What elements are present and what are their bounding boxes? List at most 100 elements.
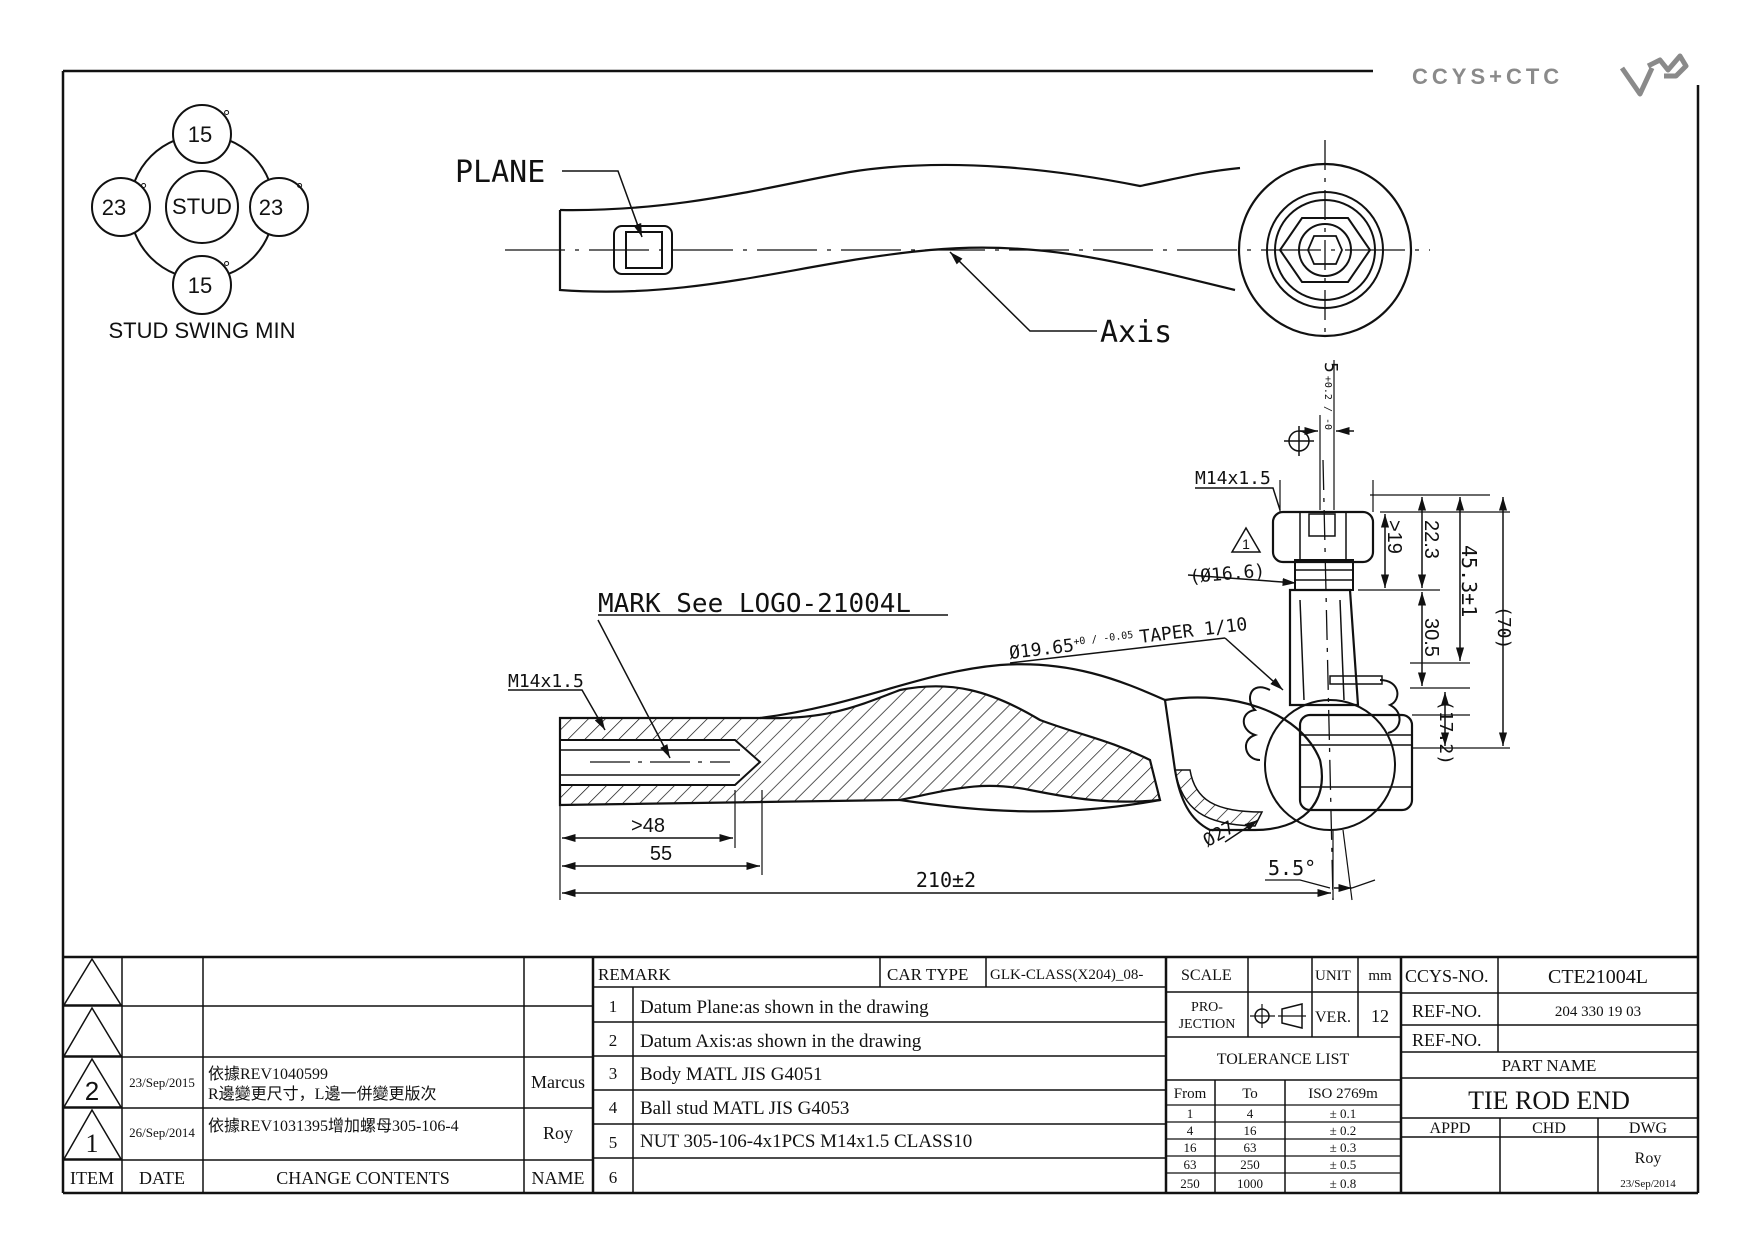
unit-label: UNIT bbox=[1315, 968, 1351, 984]
revision-table: 2 1 23/Sep/2015 26/Sep/2014 依據REV1040599… bbox=[70, 1065, 585, 1188]
ref2-label: REF-NO. bbox=[1412, 1030, 1482, 1050]
ver-label: VER. bbox=[1315, 1009, 1351, 1026]
swing-center-label: STUD bbox=[172, 194, 232, 219]
svg-text:CCYS+CTC: CCYS+CTC bbox=[1412, 64, 1563, 89]
swing-caption: STUD SWING MIN bbox=[109, 318, 296, 343]
remark-table: REMARK CAR TYPE GLK-CLASS(X204)_08- 1 Da… bbox=[598, 965, 1143, 1187]
dwg-label: DWG bbox=[1629, 1120, 1668, 1137]
svg-text:JECTION: JECTION bbox=[1179, 1017, 1236, 1032]
svg-text:16: 16 bbox=[1244, 1123, 1258, 1138]
rev-header-item: ITEM bbox=[70, 1168, 114, 1188]
dim-30-5: 30.5 bbox=[1420, 618, 1442, 657]
svg-text:°: ° bbox=[140, 180, 147, 200]
ref1-value: 204 330 19 03 bbox=[1555, 1004, 1641, 1020]
svg-text:To: To bbox=[1242, 1086, 1258, 1102]
svg-text:± 0.1: ± 0.1 bbox=[1330, 1106, 1357, 1121]
section-view: M14x1.5 MARK See LOGO-21004L >48 55 210±… bbox=[508, 360, 1514, 901]
svg-text:1: 1 bbox=[1187, 1106, 1194, 1121]
mark-label: MARK See LOGO-21004L bbox=[598, 589, 911, 619]
svg-text:1: 1 bbox=[1242, 536, 1250, 552]
svg-text:6: 6 bbox=[609, 1168, 618, 1187]
company-logo: CCYS+CTC bbox=[1412, 53, 1689, 97]
remark-title: REMARK bbox=[598, 965, 671, 984]
car-type-label: CAR TYPE bbox=[887, 965, 968, 984]
dwg-date: 23/Sep/2014 bbox=[1620, 1178, 1676, 1190]
rev-header-contents: CHANGE CONTENTS bbox=[276, 1168, 450, 1188]
swing-right-value: 23 bbox=[259, 195, 283, 220]
svg-text:250: 250 bbox=[1240, 1157, 1260, 1172]
dim-angle: 5.5° bbox=[1268, 856, 1316, 880]
svg-text:± 0.8: ± 0.8 bbox=[1330, 1176, 1357, 1191]
svg-text:4: 4 bbox=[1247, 1106, 1254, 1121]
dwg-name: Roy bbox=[1635, 1150, 1662, 1167]
swing-bottom-value: 15 bbox=[188, 273, 212, 298]
remark-item-2: Datum Axis:as shown in the drawing bbox=[640, 1031, 922, 1052]
svg-text:°: ° bbox=[223, 258, 230, 278]
dim-70: (70) bbox=[1493, 606, 1514, 649]
rev-header-name: NAME bbox=[532, 1168, 585, 1188]
ref1-label: REF-NO. bbox=[1412, 1001, 1482, 1021]
title-block-grid bbox=[62, 955, 1698, 1193]
remark-item-1: Datum Plane:as shown in the drawing bbox=[640, 997, 929, 1018]
scale-label: SCALE bbox=[1181, 967, 1232, 984]
swing-left-value: 23 bbox=[102, 195, 126, 220]
thread-stud-label: M14x1.5 bbox=[1195, 468, 1271, 489]
svg-text:5: 5 bbox=[609, 1133, 618, 1152]
dim-48: >48 bbox=[631, 815, 665, 837]
ccys-label: CCYS-NO. bbox=[1405, 966, 1489, 986]
remark-item-5: NUT 305-106-4x1PCS M14x1.5 CLASS10 bbox=[640, 1131, 972, 1152]
remark-item-4: Ball stud MATL JIS G4053 bbox=[640, 1098, 849, 1119]
rev-contents-1a: 依據REV1031395增加螺母305-106-4 bbox=[208, 1117, 459, 1135]
rev-name-2: Marcus bbox=[531, 1072, 585, 1092]
title-block: CCYS-NO. CTE21004L REF-NO. 204 330 19 03… bbox=[1405, 966, 1676, 1190]
svg-text:16: 16 bbox=[1184, 1140, 1198, 1155]
chd-label: CHD bbox=[1532, 1120, 1566, 1137]
rev-header-date: DATE bbox=[139, 1168, 185, 1188]
svg-text:63: 63 bbox=[1184, 1157, 1197, 1172]
stud-swing-diagram: STUD 15 ° 15 ° 23 ° 23 ° STUD SWING MIN bbox=[91, 104, 309, 343]
swing-top-value: 15 bbox=[188, 122, 212, 147]
svg-text:4: 4 bbox=[609, 1098, 618, 1117]
svg-text:± 0.5: ± 0.5 bbox=[1330, 1157, 1357, 1172]
svg-text:2: 2 bbox=[609, 1031, 618, 1050]
spec-table: SCALE UNIT mm PRO- JECTION VER. 12 TOLER… bbox=[1174, 967, 1392, 1191]
svg-text:°: ° bbox=[296, 180, 303, 200]
tolerance-title: TOLERANCE LIST bbox=[1217, 1051, 1350, 1068]
svg-text:ISO 2769m: ISO 2769m bbox=[1308, 1086, 1378, 1102]
dim-22-3: 22.3 bbox=[1420, 520, 1442, 559]
rev-contents-2b: R邊變更尺寸，L邊一併變更版次 bbox=[208, 1085, 436, 1103]
axis-label: Axis bbox=[1100, 315, 1172, 350]
svg-text:63: 63 bbox=[1244, 1140, 1257, 1155]
rev-date-1: 26/Sep/2014 bbox=[129, 1125, 195, 1140]
dim-16-6: (Ø16.6) bbox=[1189, 560, 1266, 588]
svg-text:± 0.3: ± 0.3 bbox=[1330, 1140, 1357, 1155]
svg-text:From: From bbox=[1174, 1086, 1207, 1102]
ver-value: 12 bbox=[1371, 1006, 1389, 1026]
svg-text:1: 1 bbox=[609, 997, 618, 1016]
remark-item-3: Body MATL JIS G4051 bbox=[640, 1064, 822, 1085]
dim-210: 210±2 bbox=[916, 868, 976, 892]
dim-17-2: (17.2) bbox=[1435, 700, 1456, 765]
plane-label: PLANE bbox=[455, 155, 545, 190]
dim-45-3: 45.3±1 bbox=[1457, 545, 1481, 617]
dim-55: 55 bbox=[650, 843, 672, 865]
appd-label: APPD bbox=[1430, 1120, 1471, 1137]
svg-text:PRO-: PRO- bbox=[1191, 1000, 1223, 1015]
rev-mark-2: 2 bbox=[85, 1076, 99, 1106]
thread-left-label: M14x1.5 bbox=[508, 671, 584, 692]
dim-5: 5+0.2 / -0 bbox=[1320, 362, 1341, 430]
rev-date-2: 23/Sep/2015 bbox=[129, 1075, 195, 1090]
dim-19: >19 bbox=[1383, 520, 1405, 554]
unit-value: mm bbox=[1368, 968, 1392, 984]
car-type-value: GLK-CLASS(X204)_08- bbox=[990, 967, 1143, 983]
svg-text:1000: 1000 bbox=[1237, 1176, 1263, 1191]
ccys-value: CTE21004L bbox=[1548, 966, 1648, 988]
rev-mark-1: 1 bbox=[86, 1129, 99, 1158]
part-name-value: TIE ROD END bbox=[1468, 1086, 1630, 1115]
top-view: PLANE Axis bbox=[455, 140, 1430, 350]
svg-text:3: 3 bbox=[609, 1064, 618, 1083]
rev-contents-2a: 依據REV1040599 bbox=[208, 1065, 328, 1083]
svg-text:4: 4 bbox=[1187, 1123, 1194, 1138]
